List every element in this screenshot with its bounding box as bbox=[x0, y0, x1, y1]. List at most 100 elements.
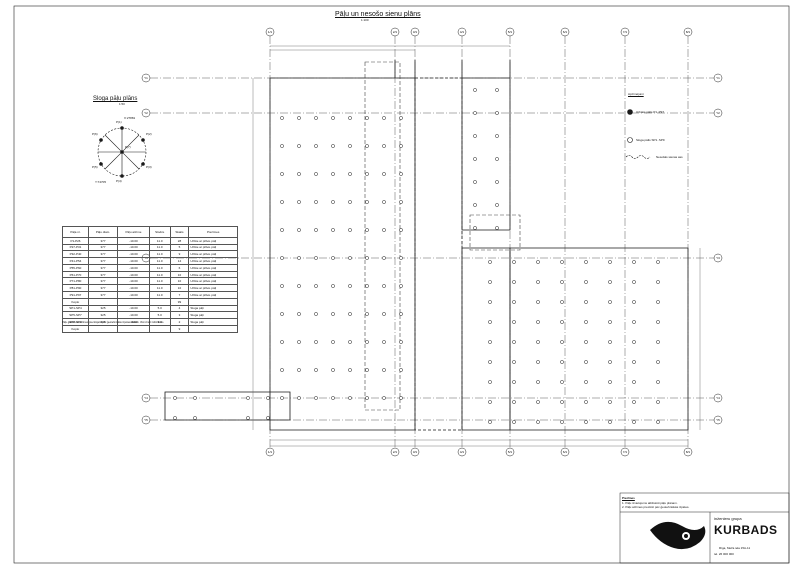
grid-label: 6/1 bbox=[563, 30, 568, 34]
grid-bubble bbox=[713, 393, 723, 403]
pile-marker bbox=[348, 368, 352, 372]
pile-marker bbox=[512, 260, 516, 264]
pile-marker bbox=[536, 260, 540, 264]
pile-marker bbox=[495, 180, 499, 184]
table-cell: Urbtie ar piltvā. pāļi bbox=[188, 263, 238, 272]
table-cell: Urbtie ar piltvā. pāļi bbox=[188, 257, 238, 265]
legend-item-wall: Nesošās sienas ass bbox=[656, 155, 683, 159]
pile-marker bbox=[297, 200, 301, 204]
table-cell: Urbtie ar piltvā. pāļi bbox=[188, 270, 238, 279]
detail-pile-label: P(2) bbox=[146, 132, 152, 136]
pile-marker bbox=[399, 340, 403, 344]
grid-bubble bbox=[505, 27, 515, 37]
grid-bubble bbox=[683, 447, 693, 457]
table-cell: Urbtie ar piltvā. pāļi bbox=[188, 291, 238, 299]
pile-marker bbox=[584, 280, 588, 284]
table-cell: P32-P40 bbox=[62, 250, 89, 259]
pile-marker bbox=[331, 256, 335, 260]
table-cell: 5.0 bbox=[148, 304, 171, 313]
detail-pile-label: P(7) bbox=[125, 145, 131, 149]
table-cell: Urbtie ar piltvā. pāļi bbox=[188, 277, 238, 286]
table-cell: 377 bbox=[87, 236, 119, 245]
pile-marker bbox=[608, 300, 612, 304]
table-cell: 377 bbox=[87, 270, 119, 279]
pile-markers bbox=[173, 88, 660, 424]
pile-marker bbox=[632, 420, 636, 424]
pile-marker bbox=[297, 368, 301, 372]
table-cell: 11.0 bbox=[148, 263, 171, 272]
pile-marker bbox=[382, 200, 386, 204]
pile-marker bbox=[365, 284, 369, 288]
grid-label: Y1 bbox=[144, 76, 148, 80]
pile-marker bbox=[348, 228, 352, 232]
pile-marker bbox=[560, 320, 564, 324]
table-cell: 6 bbox=[169, 263, 190, 272]
pile-marker bbox=[584, 300, 588, 304]
table-header: Pāļa nr. bbox=[62, 226, 89, 238]
pile-marker bbox=[314, 284, 318, 288]
pile-marker bbox=[365, 228, 369, 232]
detail-pile-label: P(5) bbox=[92, 165, 98, 169]
pile-marker bbox=[365, 116, 369, 120]
grid-label: 7/1 bbox=[623, 30, 628, 34]
pile-marker bbox=[297, 340, 301, 344]
titleblock-address: Rīga, Meža iela 15A-11 bbox=[719, 546, 751, 550]
grid-label: Y1 bbox=[716, 76, 720, 80]
pile-marker bbox=[488, 420, 492, 424]
pile-marker bbox=[348, 284, 352, 288]
pile-schedule-table: Pāļa nr. Pāļu diam. Pāļu atzīme Slodze S… bbox=[62, 226, 238, 333]
pile-marker bbox=[536, 300, 540, 304]
table-cell bbox=[188, 324, 238, 333]
table-cell: 377 bbox=[87, 284, 119, 293]
pile-marker bbox=[495, 157, 499, 161]
table-cell: 377 bbox=[87, 277, 119, 286]
table-cell bbox=[148, 324, 171, 333]
pile-marker bbox=[560, 400, 564, 404]
table-cell: 377 bbox=[87, 291, 119, 299]
pile-marker bbox=[266, 416, 270, 420]
note-line: 1. Pāļu izvietojums atbilstoši pāļu plān… bbox=[622, 500, 678, 505]
pile-marker bbox=[608, 280, 612, 284]
pile-marker bbox=[331, 312, 335, 316]
table-cell: -10.00 bbox=[117, 263, 150, 272]
grid-bubble bbox=[141, 393, 151, 403]
pile-marker bbox=[348, 396, 352, 400]
pile-marker bbox=[365, 340, 369, 344]
pile-marker bbox=[512, 400, 516, 404]
grid-label: 3/1 bbox=[413, 30, 418, 34]
table-header: Pāļu diam. bbox=[87, 226, 119, 238]
pile-marker bbox=[348, 144, 352, 148]
pile-marker bbox=[399, 144, 403, 148]
table-cell: 11.0 bbox=[148, 250, 171, 259]
table-cell: P27-P31 bbox=[62, 243, 89, 252]
pile-marker bbox=[297, 228, 301, 232]
pile-marker bbox=[560, 380, 564, 384]
pile-marker bbox=[173, 396, 177, 400]
pile-marker bbox=[399, 284, 403, 288]
grid-label: 7/1 bbox=[623, 450, 628, 454]
pile-marker bbox=[280, 312, 284, 316]
pile-marker bbox=[488, 300, 492, 304]
pile-marker bbox=[246, 416, 250, 420]
table-cell: -10.00 bbox=[117, 250, 150, 259]
pile-marker bbox=[536, 380, 540, 384]
detail-x-label: X:27881 bbox=[124, 116, 136, 120]
general-notes: Piezīmes 1. Pāļu izvietojums atbilstoši … bbox=[622, 496, 689, 510]
grid-label: Y3 bbox=[716, 256, 720, 260]
grid-bubble bbox=[713, 108, 723, 118]
table-cell: 9 bbox=[169, 324, 190, 333]
pile-marker bbox=[382, 172, 386, 176]
title-block bbox=[619, 492, 790, 564]
pile-marker bbox=[399, 228, 403, 232]
grid-label: 8/1 bbox=[686, 450, 691, 454]
table-cell: 5.0 bbox=[148, 311, 171, 320]
legend-item-pile: Urbtais pālis P1..P97 bbox=[636, 110, 665, 114]
pile-marker bbox=[512, 340, 516, 344]
sheet-scale: 1:100 bbox=[361, 18, 369, 22]
grid-bubble bbox=[265, 27, 275, 37]
